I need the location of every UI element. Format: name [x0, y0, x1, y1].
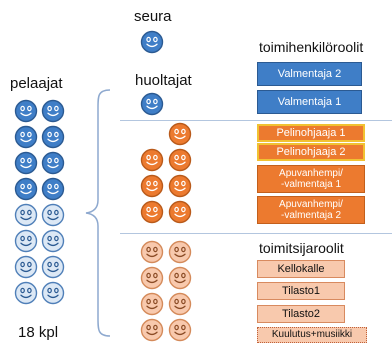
role-apuvanhempi-2: Apuvanhempi/ -valmentaja 2	[257, 196, 365, 224]
smiley-icon	[140, 174, 164, 198]
label-toimitsijaroolit: toimitsijaroolit	[259, 240, 344, 256]
smiley-icon	[41, 125, 65, 149]
divider-line-lower	[120, 233, 392, 234]
smiley-icon	[14, 281, 38, 305]
role-pelinohjaaja-2: Pelinohjaaja 2	[257, 143, 365, 161]
smiley-icon	[41, 281, 65, 305]
smiley-icon	[140, 240, 164, 264]
smiley-icon	[140, 266, 164, 290]
role-valmentaja-2: Valmentaja 2	[257, 62, 362, 86]
smiley-icon	[140, 318, 164, 342]
smiley-icon	[41, 151, 65, 175]
smiley-icon	[140, 148, 164, 172]
smiley-icon	[41, 177, 65, 201]
smiley-icon	[168, 122, 192, 146]
smiley-icon	[14, 177, 38, 201]
role-valmentaja-1: Valmentaja 1	[257, 90, 362, 114]
smiley-icon	[14, 151, 38, 175]
smiley-icon	[41, 255, 65, 279]
role-tilasto2: Tilasto2	[257, 305, 345, 323]
smiley-icon	[140, 292, 164, 316]
smiley-icon	[168, 292, 192, 316]
role-apuvanhempi-1: Apuvanhempi/ -valmentaja 1	[257, 165, 365, 193]
smiley-icon	[168, 148, 192, 172]
role-tilasto1: Tilasto1	[257, 282, 345, 300]
label-toimihenkiloroolit: toimihenkilöroolit	[259, 39, 364, 55]
smiley-icon	[41, 229, 65, 253]
label-pelaajat: pelaajat	[10, 75, 63, 92]
smiley-icon	[168, 318, 192, 342]
smiley-icon	[140, 92, 164, 116]
label-huoltajat: huoltajat	[135, 72, 192, 89]
smiley-icon	[168, 200, 192, 224]
smiley-icon	[14, 229, 38, 253]
label-seura: seura	[134, 8, 172, 25]
smiley-icon	[41, 99, 65, 123]
label-count: 18 kpl	[18, 324, 59, 341]
smiley-icon	[140, 30, 164, 54]
role-kellokalle: Kellokalle	[257, 260, 345, 278]
role-kuulutus-musiikki: Kuulutus+musiikki	[257, 327, 367, 343]
smiley-icon	[168, 240, 192, 264]
smiley-icon	[168, 266, 192, 290]
grouping-brace	[85, 89, 111, 337]
role-pelinohjaaja-1: Pelinohjaaja 1	[257, 124, 365, 142]
smiley-icon	[14, 203, 38, 227]
divider-line-upper	[120, 120, 392, 121]
smiley-icon	[41, 203, 65, 227]
smiley-icon	[140, 200, 164, 224]
smiley-icon	[14, 99, 38, 123]
smiley-icon	[14, 125, 38, 149]
smiley-icon	[14, 255, 38, 279]
smiley-icon	[168, 174, 192, 198]
